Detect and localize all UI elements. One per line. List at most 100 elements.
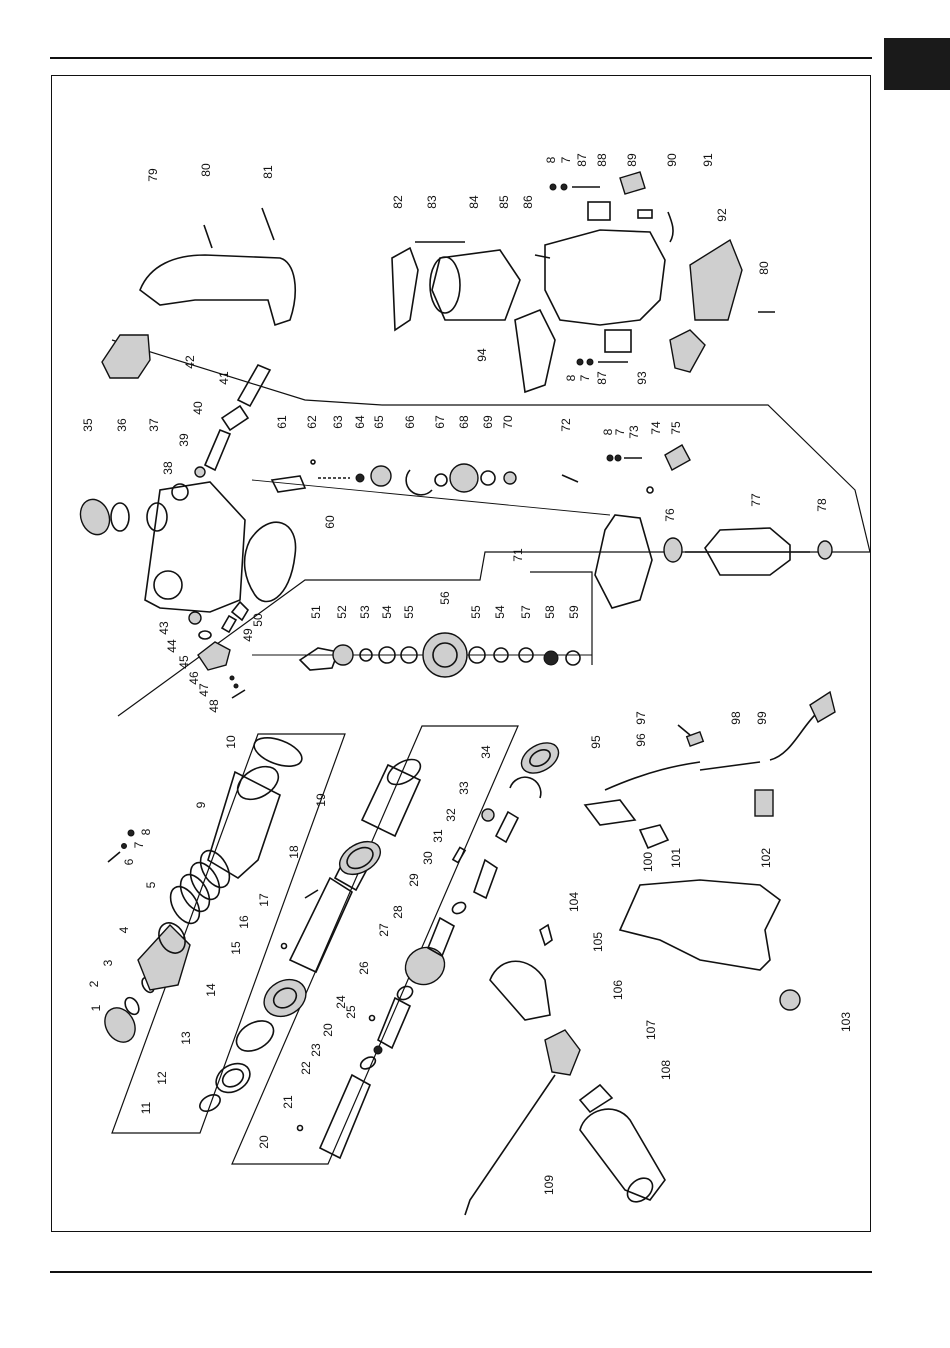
- callout-p70: 70: [501, 415, 515, 429]
- callout-p45: 45: [177, 655, 191, 669]
- part-5: [169, 849, 231, 925]
- callout-p61: 61: [275, 415, 289, 429]
- part-54b: [493, 647, 509, 663]
- callout-p79: 79: [146, 168, 160, 182]
- callout-p15: 15: [229, 941, 243, 955]
- part-84: [431, 249, 521, 321]
- callout-p37: 37: [147, 418, 161, 432]
- callout-p7d: 7: [578, 374, 592, 381]
- part-45: [197, 641, 231, 671]
- callout-p99: 99: [755, 711, 769, 725]
- part-101: [618, 879, 782, 971]
- part-2: [124, 996, 140, 1016]
- part-107: [578, 1083, 614, 1114]
- callout-p80: 80: [199, 163, 213, 177]
- part-34: [520, 742, 560, 774]
- handle-group: [139, 207, 296, 327]
- part-22: [359, 1056, 377, 1070]
- part-76: [663, 537, 683, 563]
- part-18: [339, 840, 381, 876]
- part-71: [594, 514, 653, 609]
- part-29: [473, 858, 498, 900]
- part-82: [391, 246, 419, 332]
- callout-p81: 81: [261, 165, 275, 179]
- callout-p88: 88: [595, 153, 609, 167]
- part-68: [449, 463, 479, 493]
- callout-p103: 103: [839, 1012, 853, 1032]
- part-80: [203, 224, 213, 249]
- callout-p82: 82: [391, 195, 405, 209]
- part-55: [400, 646, 418, 664]
- part-98: [699, 761, 761, 771]
- part-51: [298, 647, 340, 671]
- part-100: [638, 824, 670, 850]
- callout-p7c: 7: [559, 156, 573, 163]
- callout-p67: 67: [433, 415, 447, 429]
- part-46: [229, 675, 235, 681]
- callout-p59: 59: [567, 605, 581, 619]
- callout-p87b: 87: [595, 371, 609, 385]
- callout-p51: 51: [309, 605, 323, 619]
- callout-p39: 39: [177, 433, 191, 447]
- callout-p12: 12: [155, 1071, 169, 1085]
- callout-p68: 68: [457, 415, 471, 429]
- part-97: [677, 724, 691, 736]
- part-40: [220, 404, 250, 432]
- callout-p76: 76: [663, 508, 677, 522]
- callout-p60: 60: [323, 515, 337, 529]
- part-15: [280, 942, 288, 950]
- part-67: [434, 473, 448, 487]
- part-36: [110, 502, 130, 532]
- callout-p89: 89: [625, 153, 639, 167]
- callout-p73: 73: [627, 425, 641, 439]
- callout-p100: 100: [641, 852, 655, 872]
- callout-p38: 38: [161, 461, 175, 475]
- callout-p93: 93: [635, 371, 649, 385]
- callout-p55b: 55: [469, 605, 483, 619]
- part-32: [481, 808, 495, 822]
- part-7b: [614, 454, 622, 462]
- part-30: [451, 846, 467, 864]
- gear-row-group: [298, 632, 581, 678]
- callout-p30: 30: [421, 851, 435, 865]
- part-79: [139, 254, 296, 327]
- part-6: [107, 851, 121, 863]
- callout-p50: 50: [251, 613, 265, 627]
- callout-p20b: 20: [321, 1023, 335, 1037]
- callout-p20: 20: [257, 1135, 271, 1149]
- callout-p80b: 80: [757, 261, 771, 275]
- part-4: [137, 923, 191, 991]
- callout-p75: 75: [669, 421, 683, 435]
- callout-p63: 63: [331, 415, 345, 429]
- part-38: [194, 466, 206, 478]
- part-95: [583, 799, 637, 826]
- callout-p41: 41: [217, 371, 231, 385]
- part-106: [544, 1029, 581, 1076]
- part-7d: [586, 358, 594, 366]
- part-99: [769, 714, 816, 761]
- callout-p7b: 7: [613, 428, 627, 435]
- callout-p87: 87: [575, 153, 589, 167]
- callout-p25: 25: [344, 1005, 358, 1019]
- callout-p90: 90: [665, 153, 679, 167]
- part-50: [230, 600, 250, 622]
- callout-p6: 6: [122, 858, 136, 865]
- callout-p96: 96: [634, 733, 648, 747]
- callout-p48: 48: [207, 699, 221, 713]
- part-91: [667, 211, 674, 243]
- part-85: [534, 254, 551, 259]
- callout-p47: 47: [197, 683, 211, 697]
- part-89: [619, 171, 646, 195]
- part-66: [405, 469, 433, 496]
- callout-p98: 98: [729, 711, 743, 725]
- callout-p91: 91: [701, 153, 715, 167]
- callout-p14: 14: [204, 983, 218, 997]
- callout-p16: 16: [237, 915, 251, 929]
- callout-p8c: 8: [544, 156, 558, 163]
- part-31: [494, 810, 520, 844]
- callout-p7: 7: [132, 841, 146, 848]
- part-75: [664, 444, 691, 471]
- part-21: [318, 1073, 372, 1160]
- part-65: [370, 465, 392, 487]
- part-93: [604, 329, 632, 353]
